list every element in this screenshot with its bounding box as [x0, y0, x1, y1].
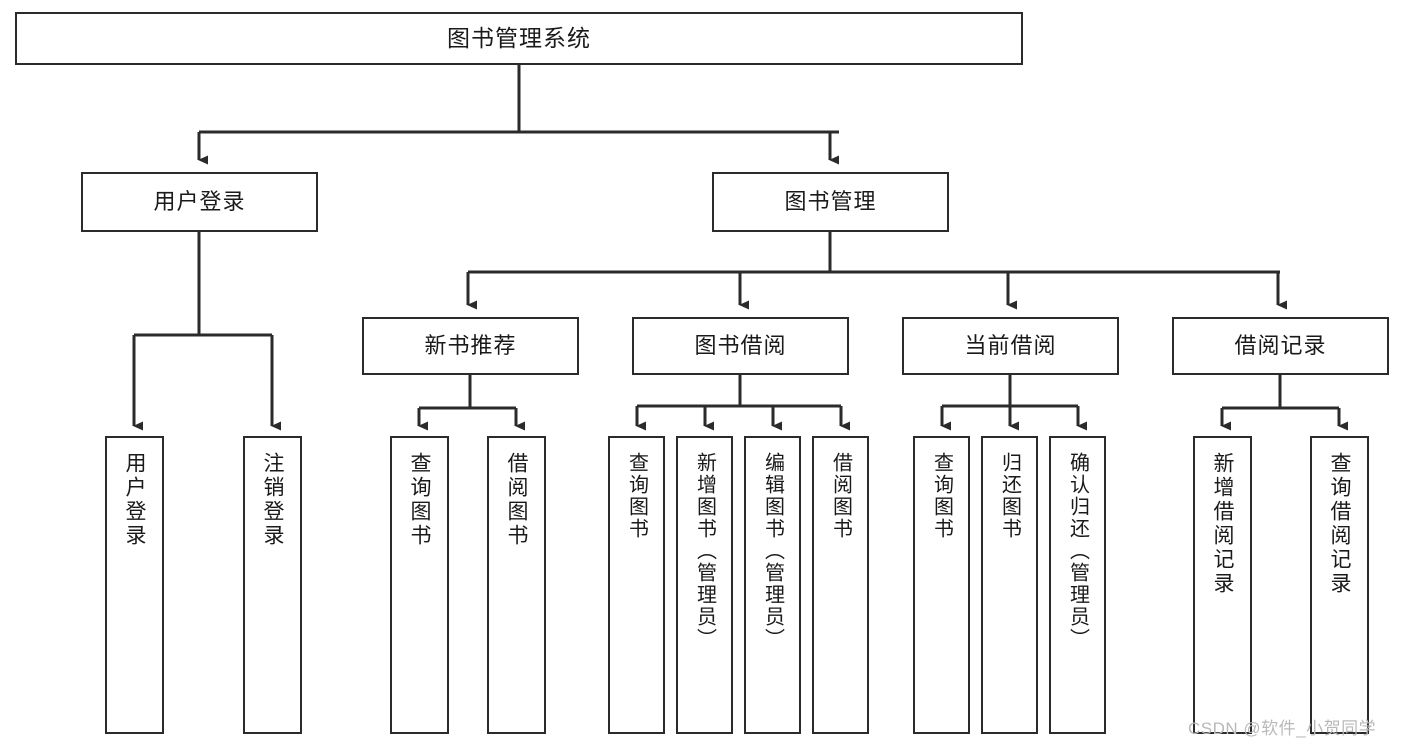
node-label: 图书管理系统	[447, 24, 591, 51]
node-label: 归还图书	[998, 452, 1021, 540]
node-borrow-record[interactable]: 借阅记录	[1172, 317, 1389, 375]
node-label: 借阅图书	[505, 452, 528, 548]
node-label: 新增图书（管理员）	[693, 452, 716, 650]
node-label: 新书推荐	[424, 332, 517, 358]
leaf-edit-book-admin[interactable]: 编辑图书（管理员）	[744, 436, 801, 734]
leaf-add-borrow-record[interactable]: 新增借阅记录	[1193, 436, 1252, 734]
node-new-book-recommend[interactable]: 新书推荐	[362, 317, 579, 375]
node-label: 查询图书	[930, 452, 953, 540]
node-label: 用户登录	[123, 452, 146, 548]
leaf-query-borrow-record[interactable]: 查询借阅记录	[1310, 436, 1369, 734]
csdn-watermark: CSDN @软件_小贺同学	[1188, 719, 1377, 738]
node-user-login[interactable]: 用户登录	[81, 172, 318, 232]
node-label: 查询借阅记录	[1328, 452, 1351, 596]
node-label: 借阅记录	[1234, 332, 1327, 358]
node-book-borrow[interactable]: 图书借阅	[632, 317, 849, 375]
node-label: 当前借阅	[964, 332, 1057, 358]
leaf-add-book-admin[interactable]: 新增图书（管理员）	[676, 436, 733, 734]
node-label: 图书借阅	[694, 332, 787, 358]
leaf-borrow-book-recommend[interactable]: 借阅图书	[487, 436, 546, 734]
node-label: 新增借阅记录	[1211, 452, 1234, 596]
node-label: 查询图书	[408, 452, 431, 548]
node-book-management[interactable]: 图书管理	[712, 172, 949, 232]
node-label: 借阅图书	[829, 452, 852, 540]
node-label: 图书管理	[784, 188, 877, 214]
leaf-query-book-recommend[interactable]: 查询图书	[390, 436, 449, 734]
node-current-borrow[interactable]: 当前借阅	[902, 317, 1119, 375]
leaf-query-book-borrow[interactable]: 查询图书	[608, 436, 665, 734]
node-label: 查询图书	[625, 452, 648, 540]
leaf-borrow-book[interactable]: 借阅图书	[812, 436, 869, 734]
leaf-user-login[interactable]: 用户登录	[105, 436, 164, 734]
leaf-logout-login[interactable]: 注销登录	[243, 436, 302, 734]
node-label: 注销登录	[261, 452, 284, 548]
leaf-confirm-return-admin[interactable]: 确认归还（管理员）	[1049, 436, 1106, 734]
leaf-return-book[interactable]: 归还图书	[981, 436, 1038, 734]
node-label: 编辑图书（管理员）	[761, 452, 784, 650]
node-root-book-management-system[interactable]: 图书管理系统	[15, 12, 1023, 65]
leaf-query-book-current[interactable]: 查询图书	[913, 436, 970, 734]
node-label: 用户登录	[153, 188, 246, 214]
node-label: 确认归还（管理员）	[1066, 452, 1089, 650]
